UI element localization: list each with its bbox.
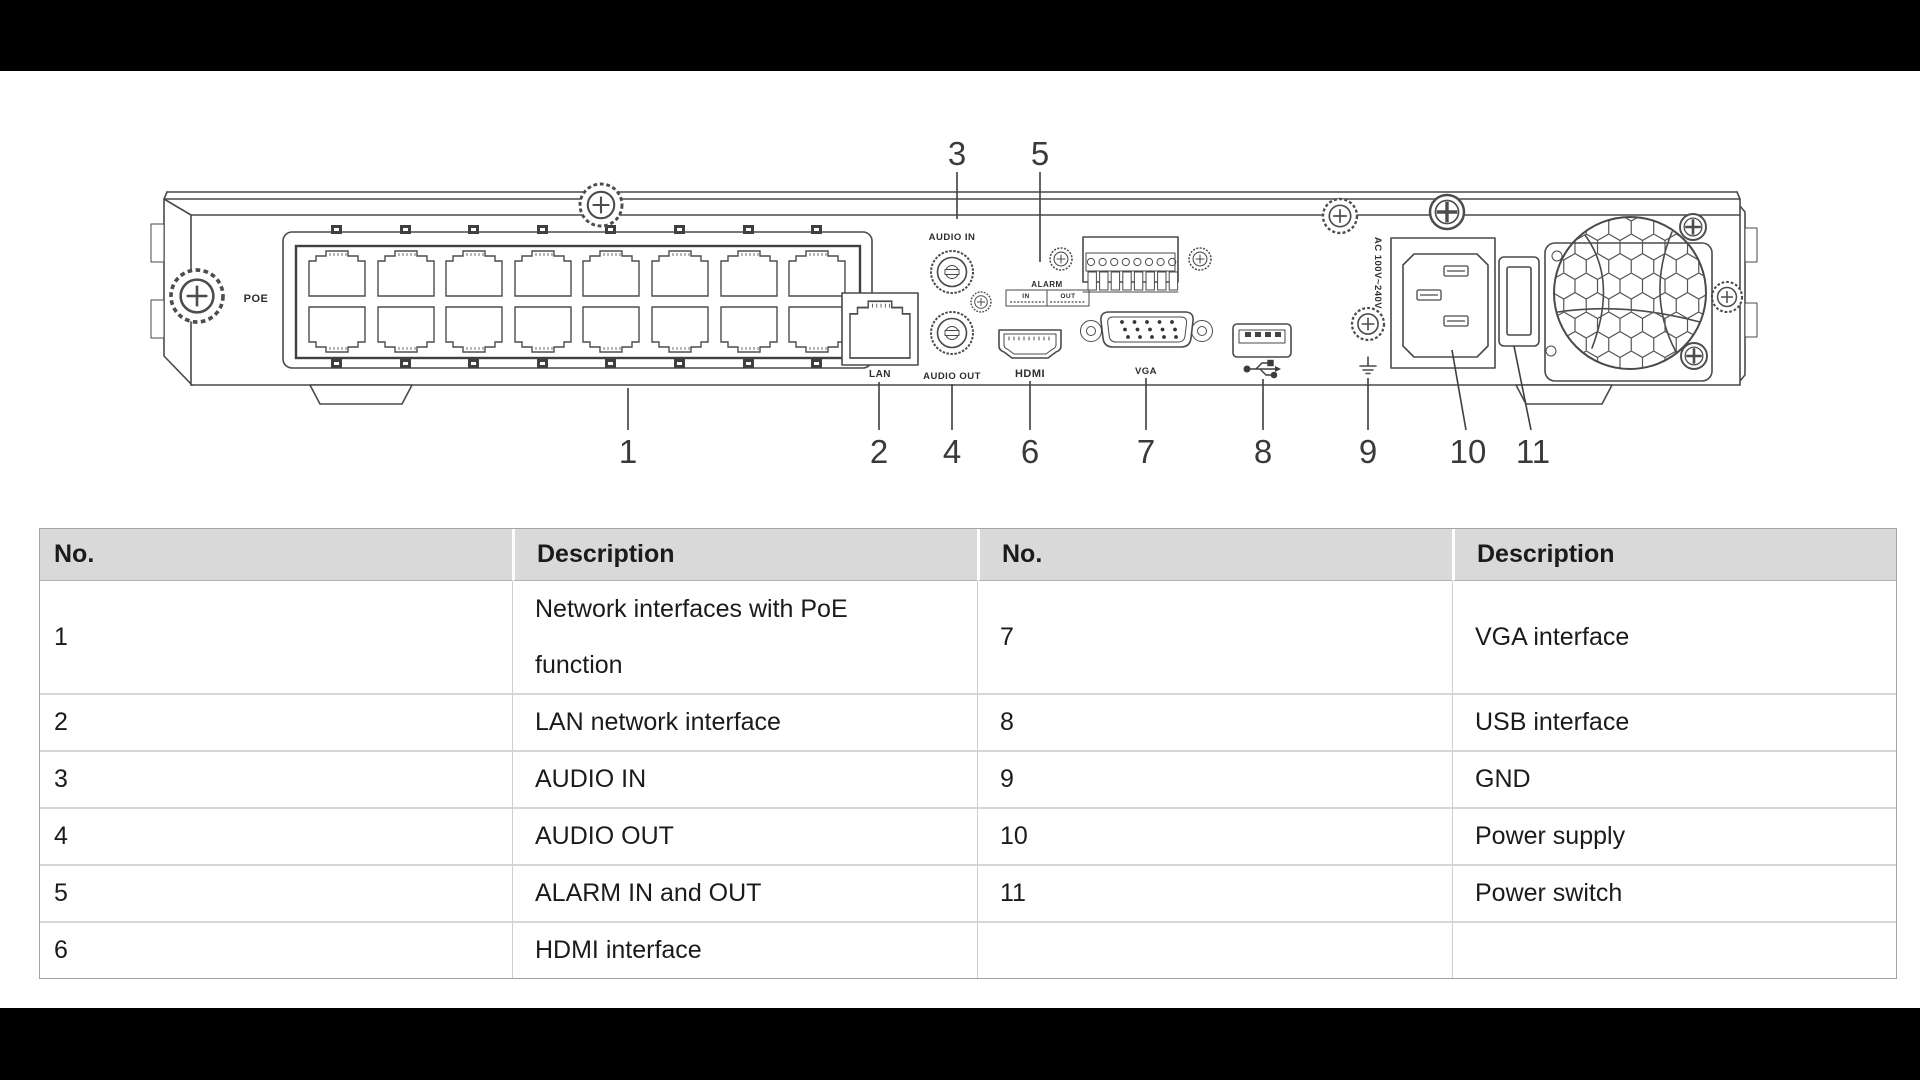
- cell-no: 2: [40, 695, 512, 752]
- cell-no: 3: [40, 752, 512, 809]
- callout-3: 3: [948, 135, 966, 172]
- callout-1: 1: [619, 433, 637, 470]
- cell-description: USB interface: [1452, 695, 1896, 752]
- audio-in-jack: AUDIO IN: [929, 232, 976, 294]
- letterbox-top: [0, 0, 1920, 71]
- fan-grille: [1544, 216, 1713, 382]
- callout-numbers: 3 5 1 2 4 6 7 8 9 10 11: [619, 135, 1550, 470]
- power-inlet: [1390, 237, 1496, 369]
- callout-11: 11: [1516, 433, 1550, 470]
- callout-8: 8: [1254, 433, 1272, 470]
- alarm-in-label: IN: [1022, 293, 1030, 300]
- cell-description: GND: [1452, 752, 1896, 809]
- table-row: 4 AUDIO OUT 10 Power supply: [40, 809, 1896, 866]
- cell-no: 4: [40, 809, 512, 866]
- cell-no: 1: [40, 581, 512, 695]
- cell-no: 5: [40, 866, 512, 923]
- alarm-label: ALARM: [1031, 280, 1062, 289]
- vga-port: VGA: [1080, 311, 1213, 377]
- table-row: 5 ALARM IN and OUT 11 Power switch: [40, 866, 1896, 923]
- audio-in-label: AUDIO IN: [929, 232, 976, 243]
- poe-label: POE: [244, 293, 269, 305]
- callout-2: 2: [870, 433, 888, 470]
- callout-7: 7: [1137, 433, 1155, 470]
- cell-no: 6: [54, 936, 68, 964]
- callout-10: 10: [1450, 433, 1487, 470]
- hdmi-label: HDMI: [1015, 368, 1045, 380]
- header-no-left: No.: [40, 529, 512, 581]
- chassis-foot-right: [1515, 384, 1613, 405]
- cell-description: VGA interface: [1452, 581, 1896, 695]
- cell-description: AUDIO OUT: [512, 809, 977, 866]
- chassis-foot-left: [309, 384, 413, 405]
- cell-description: Network interfaces with PoE function: [512, 581, 977, 695]
- header-description-left: Description: [512, 529, 977, 581]
- cell-no: 9: [977, 752, 1452, 809]
- cell-no: [977, 923, 1452, 978]
- cell-description: Power supply: [1452, 809, 1896, 866]
- table-row: 6 HDMI interface: [40, 923, 1896, 978]
- cell-no: 7: [977, 581, 1452, 695]
- lan-label: LAN: [869, 369, 891, 380]
- audio-out-jack: AUDIO OUT: [923, 311, 981, 382]
- lan-port: LAN: [841, 292, 919, 380]
- table-header-row: No. Description No. Description: [40, 529, 1896, 581]
- callout-lines: [627, 172, 1532, 431]
- letterbox-bottom: [0, 1008, 1920, 1080]
- gnd-screw: [1350, 306, 1386, 375]
- cell-description: LAN network interface: [512, 695, 977, 752]
- alarm-out-label: OUT: [1060, 293, 1075, 300]
- callout-5: 5: [1031, 135, 1049, 172]
- table-row: 3 AUDIO IN 9 GND: [40, 752, 1896, 809]
- cell-description: ALARM IN and OUT: [512, 866, 977, 923]
- callout-9: 9: [1359, 433, 1377, 470]
- cell-description: Power switch: [1452, 866, 1896, 923]
- table-row: 1 Network interfaces with PoE function 7…: [40, 581, 1896, 695]
- poe-port-block: POE: [244, 225, 873, 369]
- usb-icon: [1243, 359, 1281, 379]
- cell-description: AUDIO IN: [512, 752, 977, 809]
- vga-label: VGA: [1135, 366, 1157, 377]
- rear-panel-diagram: POE LAN AUDIO IN AUD: [150, 135, 1758, 470]
- header-description-right: Description: [1452, 529, 1896, 581]
- port-description-table: No. Description No. Description 1 Networ…: [39, 528, 1897, 979]
- cell-no: 11: [977, 866, 1452, 923]
- ac-rating-label: AC 100V~240V: [1372, 237, 1383, 309]
- power-switch: [1498, 256, 1540, 347]
- hdmi-port: HDMI: [998, 329, 1062, 380]
- alarm-terminal: ALARM IN OUT: [1005, 236, 1212, 307]
- callout-6: 6: [1021, 433, 1039, 470]
- header-no-right: No.: [977, 529, 1452, 581]
- audio-out-label: AUDIO OUT: [923, 371, 981, 382]
- cell-description: [1452, 923, 1896, 978]
- content-area: POE LAN AUDIO IN AUD: [0, 71, 1920, 1008]
- chassis-outline: [150, 191, 1758, 405]
- callout-4: 4: [943, 433, 961, 470]
- ground-icon: [1359, 356, 1377, 375]
- table-row: 2 LAN network interface 8 USB interface: [40, 695, 1896, 752]
- cell-no: 10: [977, 809, 1452, 866]
- cell-no: 8: [977, 695, 1452, 752]
- usb-port: [1232, 323, 1292, 379]
- cell-description: HDMI interface: [512, 923, 977, 978]
